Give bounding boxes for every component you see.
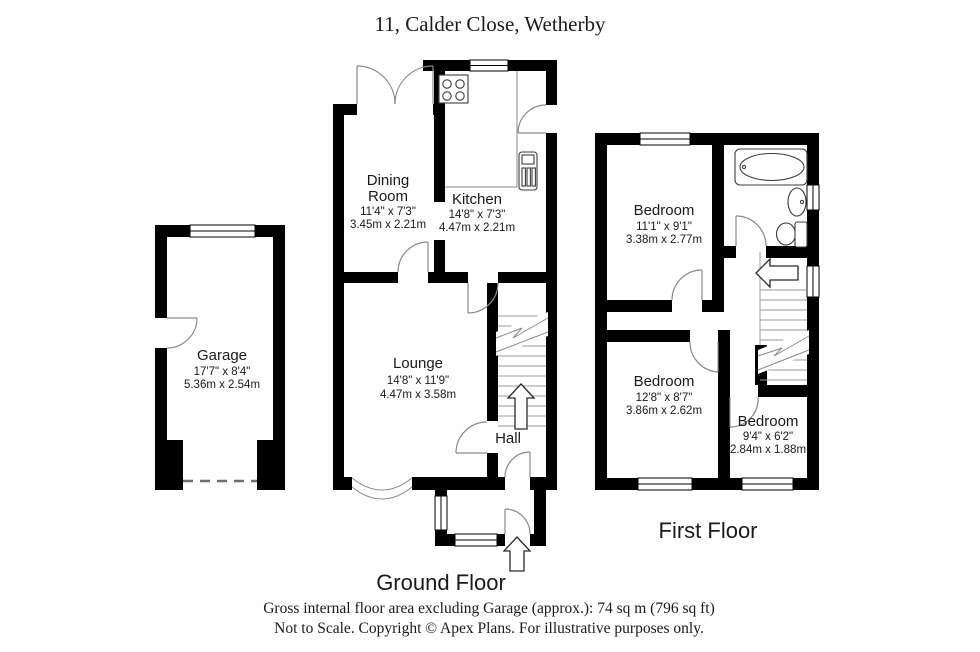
bedroom3-window	[741, 477, 794, 491]
bedroom3-dims-m: 2.84m x 1.88m	[730, 444, 806, 456]
dining-dims-ft: 11'4" x 7'3"	[360, 206, 416, 218]
basin-icon	[787, 187, 807, 217]
bedroom2-label: Bedroom	[634, 373, 695, 390]
french-doors	[356, 65, 434, 105]
footer-disclaimer: Not to Scale. Copyright © Apex Plans. Fo…	[274, 620, 704, 637]
lounge-dims-ft: 14'8" x 11'9"	[387, 375, 449, 387]
dining-room-label2: Room	[368, 188, 408, 205]
bedroom1-window	[639, 132, 691, 146]
bathroom-door	[735, 215, 767, 247]
dining-room-label: Dining	[367, 172, 410, 189]
bedroom1-dims-m: 3.38m x 2.77m	[626, 234, 702, 246]
bedroom2-door	[689, 341, 719, 373]
garage-dims-ft: 17'7" x 8'4"	[194, 366, 251, 378]
dining-door	[397, 241, 429, 273]
side-door-gap	[546, 105, 557, 133]
bathroom-window	[806, 184, 820, 211]
bedroom1-label: Bedroom	[634, 202, 695, 219]
footer-area-note: Gross internal floor area excluding Gara…	[263, 600, 715, 617]
kitchen-counter-line	[445, 71, 518, 188]
hall-porch-door	[504, 451, 531, 478]
kitchen-dims-ft: 14'8" x 7'3"	[449, 209, 506, 221]
hob-icon	[438, 74, 469, 104]
bedroom2-dims-ft: 12'8" x 8'7"	[636, 392, 693, 404]
hall-label: Hall	[495, 430, 521, 447]
lounge-hall-door	[455, 421, 488, 454]
ground-floor-plan: Dining Room 11'4" x 7'3" 3.45m x 2.21m K…	[333, 59, 557, 572]
kitchen-dims-m: 4.47m x 2.21m	[439, 222, 515, 234]
stairs-first	[755, 252, 810, 381]
bathtub-icon	[734, 148, 808, 186]
ground-floor-label: Ground Floor	[376, 570, 506, 595]
toilet-icon	[775, 221, 808, 248]
stairs-down-arrow	[755, 257, 799, 289]
bedroom2-window	[637, 477, 693, 491]
bedroom3-dims-ft: 9'4" x 6'2"	[743, 431, 793, 443]
bedroom3-door	[729, 396, 759, 428]
bedroom1-door	[671, 269, 703, 301]
landing-window	[806, 265, 820, 298]
stairs-up-arrow	[506, 383, 536, 430]
garage-plan: Garage 17'7" x 8'4" 5.36m x 2.54m	[155, 224, 285, 490]
entry-arrow	[502, 536, 532, 572]
porch-front-window	[454, 533, 498, 547]
garage-label: Garage	[197, 347, 247, 364]
bedroom3-label: Bedroom	[738, 413, 799, 430]
stairs-ground	[495, 312, 549, 430]
kitchen-door	[467, 282, 499, 314]
first-floor-plan: Bedroom 11'1" x 9'1" 3.38m x 2.77m Bedro…	[595, 132, 820, 491]
first-floor-label: First Floor	[659, 518, 758, 543]
bay-window	[351, 477, 413, 500]
bedroom2-dims-m: 3.86m x 2.62m	[626, 405, 702, 417]
lounge-label: Lounge	[393, 355, 443, 372]
kitchen-window	[469, 59, 509, 72]
front-door	[504, 508, 531, 535]
kitchen-label: Kitchen	[452, 191, 502, 208]
page-title: 11, Calder Close, Wetherby	[374, 12, 606, 36]
lounge-dims-m: 4.47m x 3.58m	[380, 389, 456, 401]
kitchen-side-door	[517, 104, 547, 134]
dining-dims-m: 3.45m x 2.21m	[350, 219, 426, 231]
kitchen-sink-icon	[518, 151, 538, 191]
bedroom1-dims-ft: 11'1" x 9'1"	[636, 221, 692, 233]
garage-side-door	[166, 317, 198, 349]
porch-side-window	[434, 495, 448, 531]
garage-dims-m: 5.36m x 2.54m	[184, 379, 260, 391]
garage-window	[189, 224, 256, 238]
ground-floor-walls	[333, 60, 557, 546]
